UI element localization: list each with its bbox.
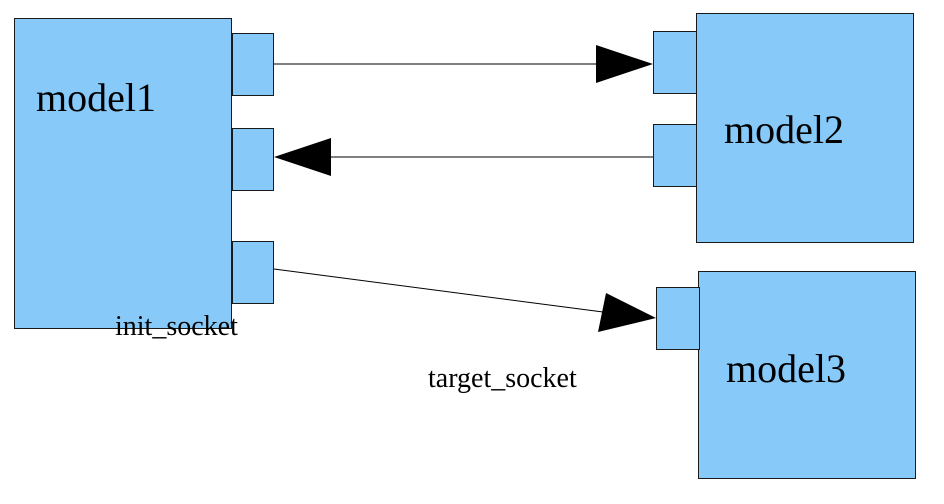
- arrowhead-model1: [274, 138, 331, 176]
- model2-port-1: [653, 31, 697, 94]
- model1-label: model1: [36, 75, 156, 120]
- target-socket-label: target_socket: [428, 363, 577, 394]
- model3-port-1: [656, 287, 700, 350]
- model1-box: [14, 18, 232, 329]
- model3-box: [698, 271, 916, 479]
- arrowhead-model2: [596, 45, 653, 83]
- model1-port-2: [232, 128, 274, 191]
- init-socket-label: init_socket: [115, 311, 238, 342]
- model2-label: model2: [724, 107, 844, 152]
- arrowhead-model3: [598, 293, 656, 332]
- model3-label: model3: [726, 346, 846, 391]
- model1-port-3: [232, 241, 274, 304]
- model1-port-1: [232, 33, 274, 96]
- link-model1-to-model3: [273, 268, 604, 313]
- model2-port-2: [653, 124, 697, 187]
